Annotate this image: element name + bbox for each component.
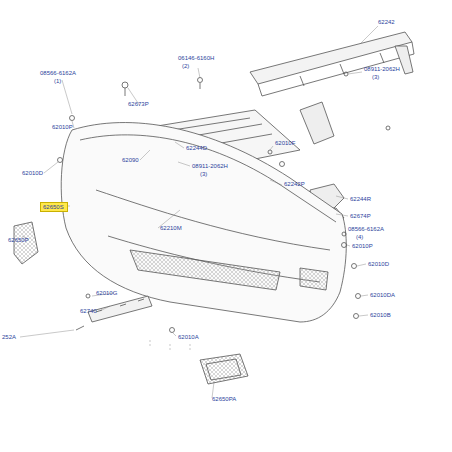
callout-number: 62010F bbox=[275, 140, 295, 147]
callout-number: 62010G bbox=[96, 290, 117, 297]
callout-number: 08911-2062H bbox=[364, 66, 400, 73]
callout-number: 08566-6162A bbox=[40, 70, 76, 77]
callout-number: (3) bbox=[372, 74, 379, 81]
callout-number: 252A bbox=[2, 334, 16, 341]
callout-number: (2) bbox=[182, 63, 189, 70]
callout-number: (3) bbox=[200, 171, 207, 178]
callout-number: 62210M bbox=[160, 225, 182, 232]
callout-number: 62010D bbox=[368, 261, 389, 268]
callout-number: 62010D bbox=[22, 170, 43, 177]
callout-number: 62650P bbox=[8, 237, 29, 244]
callout-number: 62673P bbox=[128, 101, 149, 108]
callout-number: (4) bbox=[356, 234, 363, 241]
callout-number: 62650PA bbox=[212, 396, 236, 403]
callout-number: 62242 bbox=[378, 19, 395, 26]
callout-number: 62244R bbox=[350, 196, 371, 203]
callout-number: 08911-2062H bbox=[192, 163, 228, 170]
callout-number: 62650S bbox=[43, 203, 65, 211]
callout-number: 62674P bbox=[350, 213, 371, 220]
callout-number: 08566-6162A bbox=[348, 226, 384, 233]
callout-number: 62242P bbox=[284, 181, 305, 188]
callout-number: 62010P bbox=[52, 124, 73, 131]
callout-number: 62244D bbox=[186, 145, 207, 152]
callout-number: 62010A bbox=[178, 334, 199, 341]
callout-number: 62010B bbox=[370, 312, 391, 319]
callout-number: 62740 bbox=[80, 308, 97, 315]
highlighted-callout: 62650S bbox=[40, 202, 68, 212]
callout-number: 06146-6160H bbox=[178, 55, 214, 62]
callout-number: 62010DA bbox=[370, 292, 395, 299]
callout-number: 62010P bbox=[352, 243, 373, 250]
callout-number: (1) bbox=[54, 78, 61, 85]
callout-number: 62090 bbox=[122, 157, 139, 164]
